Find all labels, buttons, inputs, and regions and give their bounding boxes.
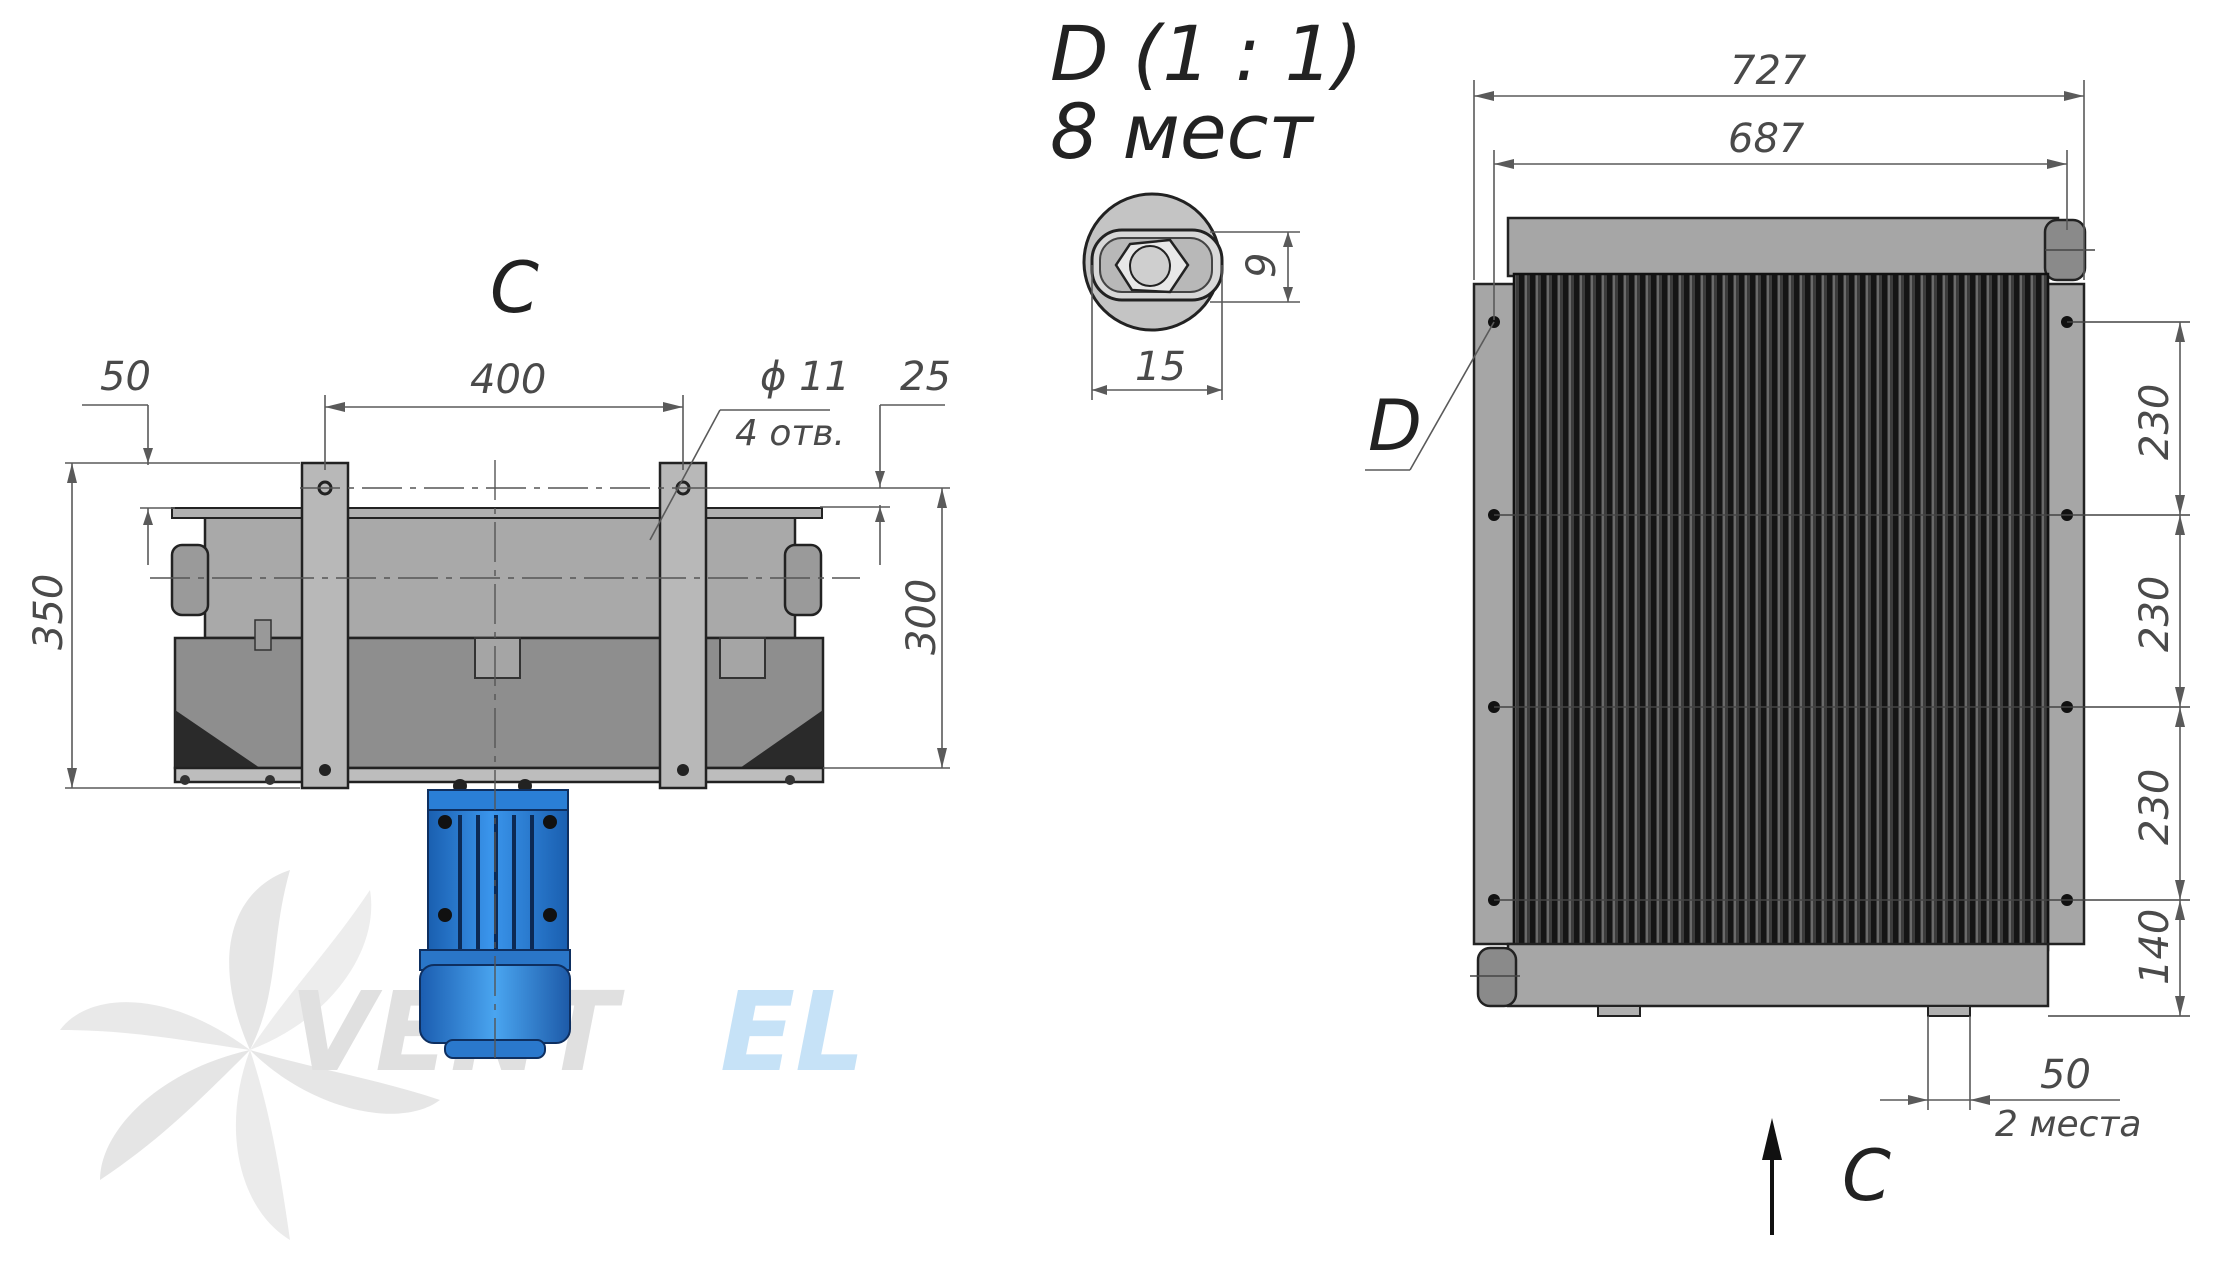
dim-300: 300 bbox=[899, 579, 945, 655]
mounting-bracket-left bbox=[300, 461, 350, 790]
dim-400: 400 bbox=[470, 357, 546, 403]
dim-25: 25 bbox=[900, 354, 951, 400]
front-view: 727 687 230 230 230 140 50 2 мест bbox=[1365, 48, 2190, 1235]
dim-50-left: 50 bbox=[100, 354, 151, 400]
dim-50-bottom: 50 bbox=[2040, 1052, 2091, 1098]
left-nozzle bbox=[170, 543, 210, 617]
dim-350: 350 bbox=[26, 574, 72, 650]
dim-687: 687 bbox=[1728, 116, 1805, 162]
side-view-c: C bbox=[26, 247, 951, 1060]
dim-15: 15 bbox=[1135, 344, 1186, 390]
view-c-arrow bbox=[1762, 1118, 1782, 1235]
dim-230-b: 230 bbox=[2132, 576, 2178, 652]
view-c-arrow-label: C bbox=[1842, 1135, 1891, 1217]
dim-230-a: 230 bbox=[2132, 384, 2178, 460]
dim-9: 9 bbox=[1239, 253, 1285, 278]
dim-230-c: 230 bbox=[2132, 769, 2178, 845]
view-c-title: C bbox=[490, 247, 539, 329]
hole-diameter-note: ϕ 11 bbox=[760, 354, 850, 400]
places-2-note: 2 места bbox=[1995, 1104, 2141, 1145]
dim-140: 140 bbox=[2132, 909, 2178, 985]
top-header-tank bbox=[1506, 216, 2060, 278]
radiator-core bbox=[1512, 272, 2050, 952]
detail-d: D (1 : 1) 8 мест 9 15 bbox=[1050, 9, 1363, 400]
right-frame bbox=[2046, 282, 2086, 946]
detail-d-callout: D bbox=[1368, 385, 1422, 467]
dim-727: 727 bbox=[1730, 48, 1807, 94]
bottom-header-tank bbox=[1506, 942, 2050, 1008]
detail-count: 8 мест bbox=[1050, 87, 1315, 176]
fan-icon bbox=[60, 870, 440, 1240]
mounting-bracket-right bbox=[658, 461, 708, 790]
brand-accent: EL bbox=[720, 968, 865, 1096]
hole-count-note: 4 отв. bbox=[735, 413, 845, 454]
detail-title: D (1 : 1) bbox=[1050, 9, 1363, 98]
bottom-inlet-pipe bbox=[1476, 946, 1518, 1008]
right-nozzle bbox=[783, 543, 823, 617]
left-frame bbox=[1472, 282, 1516, 946]
